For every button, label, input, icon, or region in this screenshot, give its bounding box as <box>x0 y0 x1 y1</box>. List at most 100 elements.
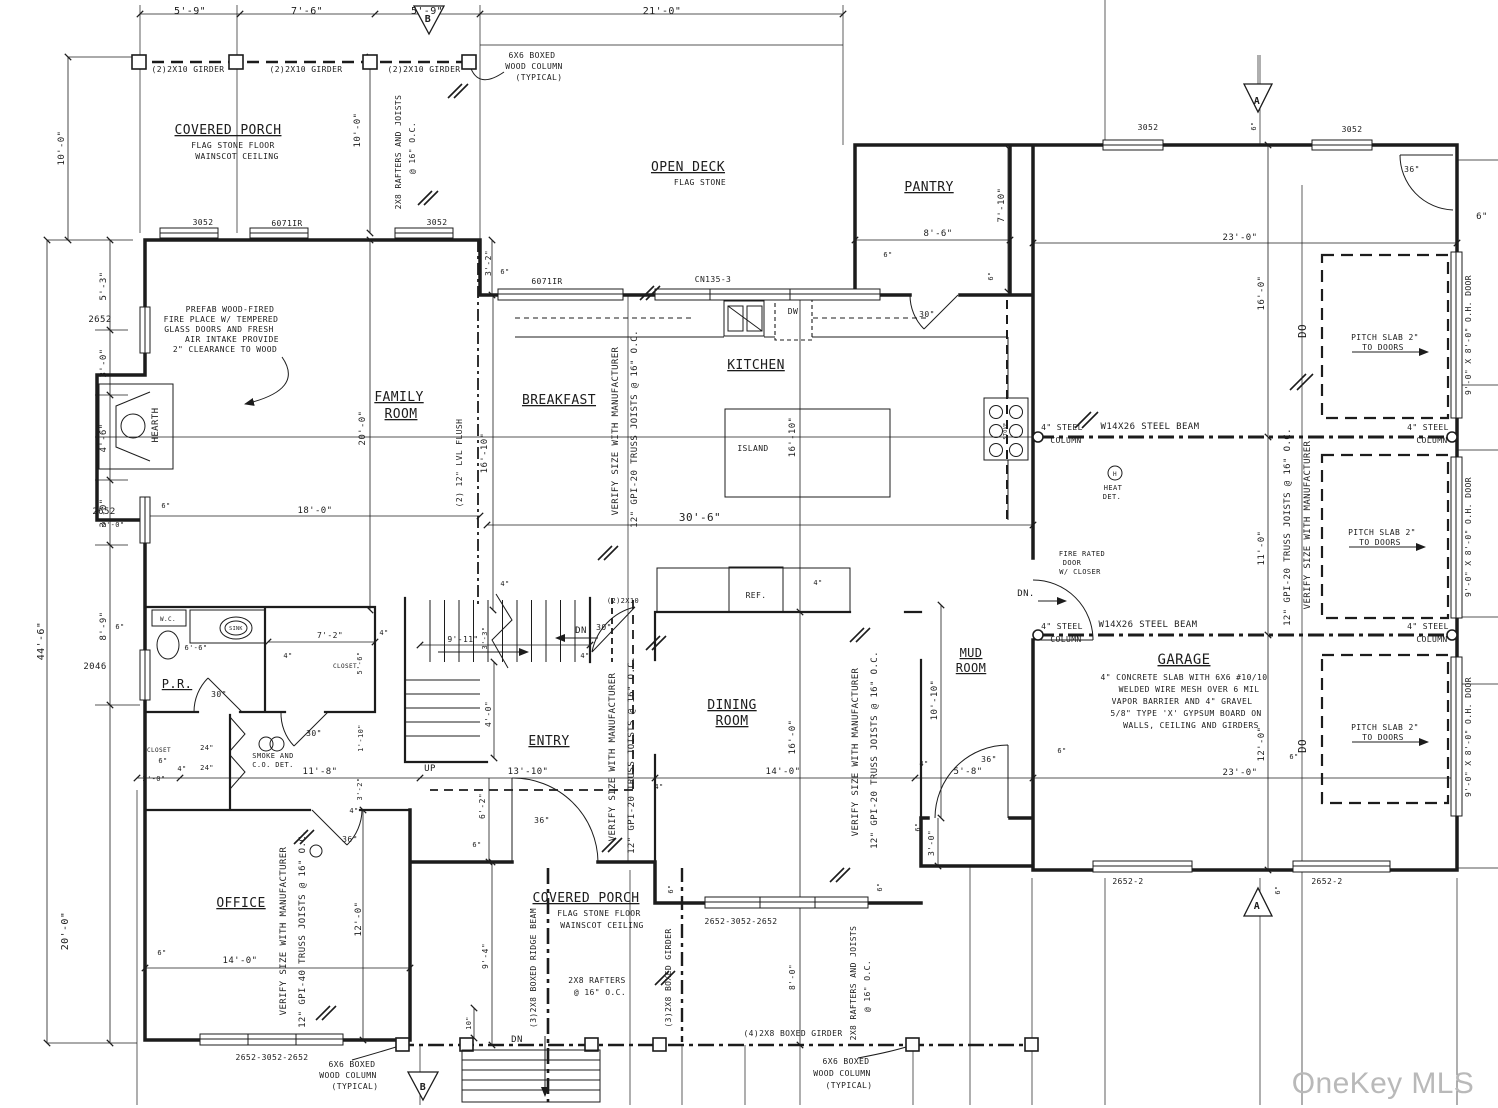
dim-18-0: 18'-0" <box>298 506 333 516</box>
label-do-2: DO <box>1296 739 1309 753</box>
dim-6-2: 6'-2" <box>478 793 487 819</box>
dim-10-10: 10'-10" <box>930 680 940 721</box>
win-6071-p: 6071IR <box>271 219 302 228</box>
entry-ceiling-dash <box>430 600 634 791</box>
room-mud-1: MUD <box>960 646 983 660</box>
label-dw: DW <box>788 307 798 316</box>
note-fire-door-2: DOOR <box>1063 559 1082 567</box>
note-fire-door-1: FIRE RATED <box>1059 550 1105 558</box>
dim-5-8: 5'-8" <box>953 767 982 777</box>
dim-5-6: 5'-6" <box>356 651 364 674</box>
label-up: UP <box>424 764 436 774</box>
label-col-tl-2: COLUMN <box>1050 436 1081 445</box>
dim-top-3: 5'-9" <box>411 6 443 17</box>
dim-1-10: 1'-10" <box>357 724 365 752</box>
beams-and-girders <box>133 60 1452 1102</box>
note-fireplace-2: FIRE PLACE W/ TEMPERED <box>164 315 279 324</box>
label-dn-garage: DN. <box>1017 589 1034 599</box>
dim-4-dining: 4" <box>654 783 663 791</box>
win-3052-p2: 3052 <box>427 218 448 227</box>
dim-6-pantry-1: 6" <box>883 251 892 259</box>
garage-slab-dash-2 <box>1320 453 1450 620</box>
dim-16-10-bfast: 16'-10" <box>480 433 490 474</box>
dim-5-3: 5'-3" <box>99 271 109 300</box>
note-boxed-girder: (3)2X8 BOXED GIRDER <box>664 928 673 1027</box>
label-heat-2: DET. <box>1103 493 1121 501</box>
fireplace-leader <box>244 356 289 406</box>
porch-stairs <box>461 1049 601 1103</box>
note-garage-joists: 12" GPI-20 TRUSS JOISTS @ 16" O.C. <box>1283 428 1293 626</box>
label-dn-porch: DN <box>511 1035 523 1045</box>
label-smoke-2: C.O. DET. <box>252 761 294 769</box>
note-rafters-right-2: @ 16" O.C. <box>863 960 872 1012</box>
dim-20-0-left: 20'-0" <box>60 912 71 951</box>
room-garage: GARAGE <box>1158 652 1211 668</box>
room-pantry: PANTRY <box>904 180 953 195</box>
note-dining-verify: VERIFY SIZE WITH MANUFACTURER <box>851 667 861 836</box>
stair-break-line <box>491 593 513 669</box>
label-ref: REF. <box>746 591 767 600</box>
stove <box>983 397 1029 461</box>
dim-6-gb2: 6" <box>1274 885 1282 894</box>
dim-11-8: 11'-8" <box>303 767 338 777</box>
dim-14-0: 14'-0" <box>766 767 801 777</box>
label-col-bl-2: COLUMN <box>1050 635 1081 644</box>
note-bfast-verify: VERIFY SIZE WITH MANUFACTURER <box>611 346 621 515</box>
label-oh-door-1: 9'-0" X 8'-0" O.H. DOOR <box>1464 275 1473 395</box>
dim-4-c1: 4" <box>379 629 388 637</box>
note-column-br-1: 6X6 BOXED <box>823 1057 870 1066</box>
note-porch-bottom-1: FLAG STONE FLOOR <box>557 909 640 918</box>
dim-6-closet: 6" <box>158 757 167 765</box>
steel-beams <box>1038 435 1452 637</box>
door-30-entry: 30" <box>596 623 612 632</box>
section-marker-a-top <box>1242 83 1274 114</box>
dim-9-11: 9'-11" <box>447 635 478 644</box>
note-pitch-3b: TO DOORS <box>1362 733 1404 742</box>
note-column-bl-3: (TYPICAL) <box>332 1082 379 1091</box>
powder-room-door <box>193 677 243 713</box>
fixtures <box>98 300 1123 858</box>
note-lvl: (2) 12" LVL FLUSH <box>455 419 464 508</box>
door-36-garage: 36" <box>1404 165 1420 174</box>
win-3052-p1: 3052 <box>193 218 214 227</box>
firebox <box>115 391 151 462</box>
door-30-closet: 30" <box>306 729 322 738</box>
room-covered-porch-bottom: COVERED PORCH <box>533 891 640 906</box>
marker-b-bottom: B <box>420 1082 426 1093</box>
note-porch-bottom-2: WAINSCOT CEILING <box>560 921 643 930</box>
label-col-br-1: 4" STEEL <box>1407 622 1449 631</box>
room-family-2: ROOM <box>385 407 418 422</box>
section-marker-a-bottom <box>1242 886 1274 917</box>
win-2652-2-1: 2652-2 <box>1112 877 1143 886</box>
note-column-top-2: WOOD COLUMN <box>505 62 562 71</box>
dim-4-k2: 4" <box>813 579 822 587</box>
dim-10-0-left: 10'-0" <box>57 131 67 166</box>
dim-6-family: 6" <box>161 502 170 510</box>
win-2652-2: 2652 <box>92 507 115 517</box>
dim-top-1: 5'-9" <box>174 6 206 17</box>
label-col-br-2: COLUMN <box>1416 635 1447 644</box>
label-col-tr-2: COLUMN <box>1416 436 1447 445</box>
door-30-pantry: 30" <box>919 310 935 319</box>
dim-7-2: 7'-2" <box>317 631 343 640</box>
room-office: OFFICE <box>216 896 265 911</box>
marker-a-top: A <box>1254 96 1260 107</box>
door-24-2: 24" <box>200 764 214 772</box>
column-note-leader-br <box>857 1046 907 1059</box>
dim-6-gbr: 6" <box>1289 753 1298 761</box>
note-office-joists: 12" GPI-40 TRUSS JOISTS @ 16" O.C. <box>298 830 308 1028</box>
exterior-walls <box>95 143 1459 1042</box>
note-rafters-porch-2: @ 16" O.C. <box>574 988 626 997</box>
dim-16-0-dining: 16'-0" <box>788 720 798 755</box>
room-covered-porch-top: COVERED PORCH <box>175 123 282 138</box>
dim-23-0-bottom: 23'-0" <box>1223 768 1258 778</box>
dim-6-mud: 6" <box>914 822 922 831</box>
note-rafters-top-2: @ 16" O.C. <box>408 122 417 174</box>
note-rafters-porch-1: 2X8 RAFTERS <box>568 976 625 985</box>
note-column-bl-1: 6X6 BOXED <box>329 1060 376 1069</box>
kitchen-island <box>724 408 891 498</box>
vanity-counter <box>189 609 266 644</box>
toilet <box>156 630 180 660</box>
label-oh-door-3: 9'-0" X 8'-0" O.H. DOOR <box>1464 677 1473 797</box>
